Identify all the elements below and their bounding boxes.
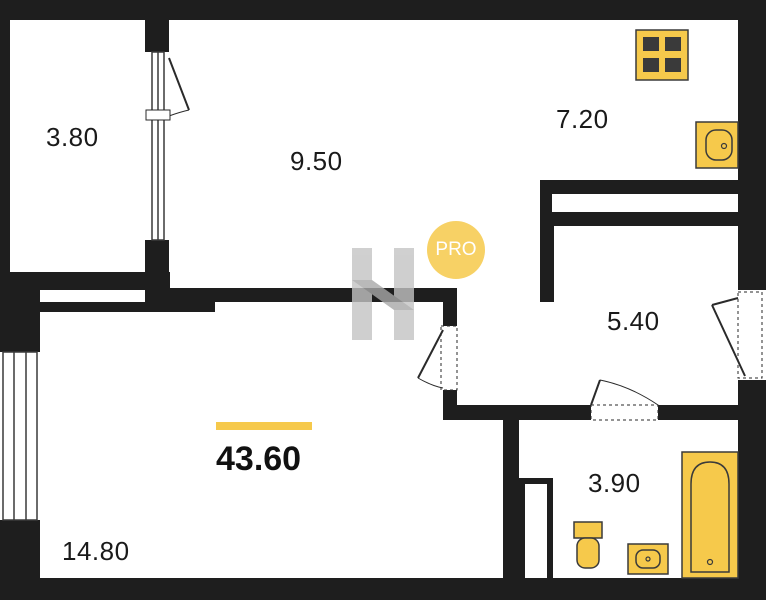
wall-right-top — [738, 0, 766, 290]
door-bedroom — [417, 329, 444, 379]
stove-burner-3 — [643, 58, 659, 72]
pro-badge: PRO — [427, 221, 485, 279]
wall-kitchen-hall-left — [540, 180, 552, 214]
wall-loggia-bottom — [0, 272, 170, 290]
window-icon — [2, 51, 165, 521]
wall-loggia-left — [0, 0, 10, 290]
door-icon — [145, 57, 763, 421]
wall-hall-stub — [540, 226, 554, 302]
door-bathroom-arc — [599, 379, 659, 406]
bathtub-icon — [681, 451, 739, 579]
washbasin-bowl — [635, 549, 661, 569]
bathtub-inner — [690, 461, 730, 573]
watermark-diagonal — [352, 280, 414, 310]
door-bedroom-frame — [440, 325, 458, 391]
wall-hall-bottom-right — [658, 405, 738, 420]
wall-kitchen-hall — [540, 180, 738, 194]
toilet-icon — [573, 521, 603, 569]
room-area-hallway: 5.40 — [607, 306, 660, 336]
wall-bedroom-hall-upper — [443, 288, 457, 326]
window-bedroom — [2, 351, 38, 521]
door-bathroom-frame — [590, 404, 659, 421]
watermark-logo-icon — [352, 248, 414, 340]
door-entrance-leaf — [711, 304, 746, 377]
toilet-tank — [573, 521, 603, 539]
door-entrance — [711, 297, 739, 306]
sink-icon — [695, 121, 739, 169]
pro-badge-text: PRO — [435, 239, 477, 260]
bathtub-drain — [706, 558, 714, 566]
room-area-loggia: 3.80 — [46, 122, 99, 152]
wall-kitchen-hall-lower — [540, 212, 738, 226]
room-area-kitchen: 7.20 — [556, 104, 609, 134]
stove-burner-1 — [643, 37, 659, 51]
room-area-bedroom: 14.80 — [62, 536, 130, 566]
wall-bedroom-left-top — [0, 290, 40, 352]
watermark-bar-left — [352, 248, 372, 340]
toilet-bowl — [576, 537, 600, 569]
washbasin-icon — [627, 543, 669, 575]
sink-bowl — [705, 129, 733, 161]
stove-burner-2 — [665, 37, 681, 51]
room-area-kitchen-living: 9.50 — [290, 146, 343, 176]
door-entrance-frame — [737, 291, 763, 379]
total-area: 43.60 — [216, 440, 302, 478]
watermark-bar-right — [394, 248, 414, 340]
door-bedroom-arc — [417, 377, 444, 389]
wall-bottom — [0, 578, 766, 600]
wall-loggia-divider-bottom — [145, 240, 169, 290]
door-loggia-arc — [168, 109, 190, 117]
wall-top — [0, 0, 766, 20]
total-area-accent-bar — [216, 422, 312, 430]
wall-loggia-divider-top — [145, 0, 169, 52]
door-loggia-frame — [145, 109, 171, 121]
washbasin-drain — [645, 556, 651, 562]
door-bathroom — [590, 379, 601, 406]
wall-kitchen-hall-inner — [552, 194, 738, 212]
sink-drain — [720, 142, 728, 150]
stove-burner-4 — [665, 58, 681, 72]
stove-icon — [635, 29, 689, 81]
room-area-bathroom: 3.90 — [588, 468, 641, 498]
wall-bath-partition-inner — [525, 484, 547, 578]
wall-bedroom-bath — [503, 405, 519, 600]
door-loggia — [168, 57, 190, 111]
wall-bedroom-top-thin — [40, 302, 215, 312]
wall-right-bottom — [738, 380, 766, 600]
